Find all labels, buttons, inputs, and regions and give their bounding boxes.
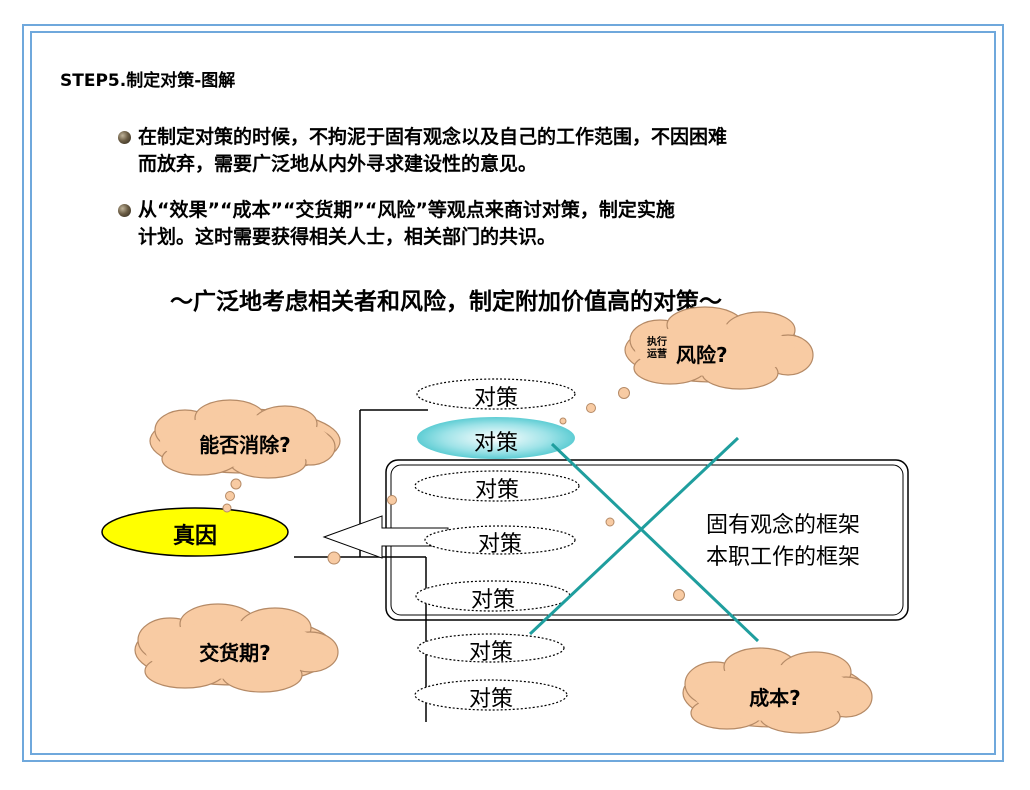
cloud-risk-small-line-2: 运营 — [647, 349, 667, 360]
bullet-2-line-1: 从“效果”“成本”“交货期”“风险”等观点来商讨对策，制定实施 — [138, 199, 675, 221]
cloud-risk-label: 风险? — [676, 343, 728, 367]
thought-bubble — [559, 417, 567, 425]
measure-ellipse-3 — [414, 470, 580, 502]
bullet-dot-icon — [118, 131, 131, 144]
slide-frame-outer — [22, 24, 1004, 762]
measure-label-4: 对策 — [477, 532, 522, 557]
measure-ellipse-1 — [416, 378, 576, 410]
thought-bubble — [618, 387, 630, 399]
root-cause-label: 真因 — [172, 524, 217, 549]
cloud-eliminate — [149, 399, 341, 479]
bullet-2-line-2: 计划。这时需要获得相关人士，相关部门的共识。 — [138, 226, 557, 248]
cloud-risk — [624, 306, 814, 390]
measure-ellipse-6 — [417, 633, 565, 663]
cloud-risk-small-line-1: 执行 — [647, 337, 667, 348]
thought-bubble — [225, 491, 235, 501]
measure-label-highlight: 对策 — [473, 431, 518, 456]
bullet-1-line-1: 在制定对策的时候，不拘泥于固有观念以及自己的工作范围，不因困难 — [138, 126, 728, 148]
bullet-2: 从“效果”“成本”“交货期”“风险”等观点来商讨对策，制定实施 计划。这时需要获… — [118, 197, 908, 251]
root-cause-ellipse — [101, 507, 289, 557]
framework-label-line-2: 本职工作的框架 — [706, 545, 861, 570]
thought-bubble — [230, 478, 242, 490]
thought-bubble — [222, 503, 232, 513]
diagram-subtitle: ～广泛地考虑相关者和风险，制定附加价值高的对策～ — [170, 289, 722, 315]
thought-bubble — [605, 517, 615, 527]
measure-ellipse-7 — [414, 679, 568, 711]
framework-label-line-1: 固有观念的框架 — [706, 513, 861, 538]
cross-line-2 — [528, 436, 740, 636]
cloud-risk-small-label: 执行 运营 — [642, 337, 672, 361]
measure-label-5: 对策 — [470, 588, 515, 613]
slide-frame-inner — [30, 31, 996, 755]
thought-bubble — [586, 403, 596, 413]
cloud-delivery-label: 交货期? — [199, 641, 271, 665]
cloud-eliminate-label: 能否消除? — [199, 433, 291, 457]
bullet-1-line-2: 而放弃，需要广泛地从内外寻求建设性的意见。 — [138, 153, 538, 175]
cloud-cost — [682, 647, 873, 734]
measure-label-6: 对策 — [468, 640, 513, 665]
thought-bubble — [327, 551, 341, 565]
measure-ellipse-highlight — [417, 417, 575, 459]
cloud-cost-label: 成本? — [749, 686, 801, 710]
bullet-1: 在制定对策的时候，不拘泥于固有观念以及自己的工作范围，不因困难 而放弃，需要广泛… — [118, 124, 908, 178]
measure-label-7: 对策 — [468, 687, 513, 712]
bullet-dot-icon — [118, 204, 131, 217]
measure-ellipse-4 — [424, 525, 576, 555]
framework-label: 固有观念的框架 本职工作的框架 — [706, 510, 860, 574]
step-title: STEP5.制定对策-图解 — [60, 71, 236, 91]
measure-label-3: 对策 — [474, 478, 519, 503]
cloud-delivery — [134, 603, 339, 693]
thought-bubble — [387, 495, 397, 505]
thought-bubble — [673, 589, 685, 601]
measure-label-1: 对策 — [473, 386, 518, 411]
cross-line-1 — [550, 442, 760, 643]
